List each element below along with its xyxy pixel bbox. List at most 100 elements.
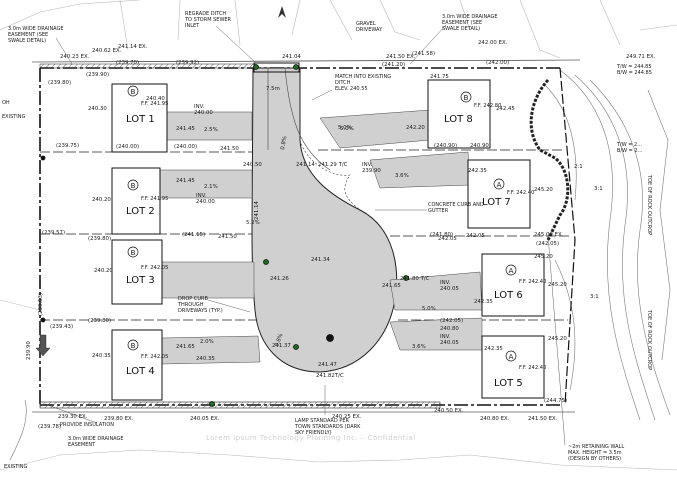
road-elevations: 241.29 T/C 241.14 INV. 239.90 241.34 241… — [220, 86, 603, 379]
lot7-elev-3: (241.80) — [430, 232, 453, 238]
note-regrade-ditch-2: TO STORM SEWER — [184, 17, 232, 23]
lot-type-letters: B B B B A A A B — [131, 88, 514, 361]
boundary-elevations-bottom: 239.30 EX. 239.80 EX. 240.05 EX. 240.25 … — [38, 398, 567, 430]
road-elev-16: 0.8% — [274, 333, 284, 348]
elev-bottom-7: 241.50 EX. — [528, 416, 558, 422]
lot5-elev-5: INV. — [440, 334, 451, 340]
curb-elev-1: 240.50 — [243, 162, 262, 168]
north-arrow-icon — [278, 6, 286, 18]
note-bw-top: B/W = 244.85 — [617, 70, 652, 76]
note-gravel-driveway-2: DRIVEWAY — [356, 27, 383, 33]
lot1-elev-1: 240.40 — [146, 96, 165, 102]
lot-elevations: 240.40 240.30 241.45 (240.00) 2.5% INV. … — [88, 74, 567, 362]
note-retaining-wall-1: ~2m RETAINING WALL — [568, 444, 624, 450]
lot-3-type: B — [131, 249, 136, 257]
callout-notes: 3.0m WIDE DRAINAGE EASEMENT (SEE SWALE D… — [2, 11, 652, 470]
note-toe-outcrop-top: TOE OF ROCK OUTCROP — [646, 174, 652, 235]
elev-top-6: 242.00 EX. — [478, 40, 508, 46]
lot-8-house — [427, 79, 491, 149]
note-drainage-top-left-3: SWALE DETAIL) — [8, 38, 46, 44]
catch-basin-2 — [293, 64, 299, 70]
lot-1-house — [111, 83, 168, 153]
lot-3-type-marker — [127, 246, 139, 258]
road-elev-9: 241.37 — [272, 343, 291, 349]
lot5-elev-1: 242.35 — [484, 346, 503, 352]
elev-bottom-6: 240.80 EX. — [480, 416, 510, 422]
note-drainage-top-right-2: EASEMENT (SEE — [442, 20, 482, 26]
lot-2-house — [111, 167, 161, 235]
lot-2-type: B — [131, 182, 136, 190]
elev-top-7: 249.71 EX. — [626, 54, 656, 60]
lot-2-type-marker — [127, 179, 139, 191]
note-drop-curb-1: DROP CURB — [178, 296, 208, 302]
note-existing-left: EXISTING — [2, 114, 26, 120]
lot8-elev-5: (240.90) — [434, 143, 457, 149]
lot-1-type: B — [131, 88, 136, 96]
road-elev-11: 241.82T/C — [316, 373, 344, 379]
lot-4-type: B — [131, 342, 136, 350]
drainage-swale-bottom — [39, 401, 441, 409]
note-match-ditch-2: DITCH — [335, 80, 351, 86]
note-tw-top: T/W = 244.85 — [616, 64, 652, 70]
lot-6-house — [481, 253, 545, 317]
road-elev-2: 241.14 — [296, 162, 315, 168]
road-elev-4: 239.90 — [362, 168, 381, 174]
lot-7-ff: F.F. 242.40 — [507, 190, 534, 196]
road-elev-3: INV. — [362, 162, 373, 168]
note-gravel-driveway-1: GRAVEL — [356, 21, 376, 27]
elev-top-4: 241.04 — [282, 54, 301, 60]
note-provide-insulation: PROVIDE INSULATION — [60, 422, 114, 428]
road-elev-7: 241.65 — [382, 283, 401, 289]
lot-8-ff: F.F. 242.80 — [474, 103, 501, 109]
boundary-elevations-left: (239.80) (239.75) (239.57) (239.43) (239… — [26, 80, 79, 360]
lot3-elev-2: 241.50 — [218, 234, 237, 240]
curb-elev-5: 240.80 — [440, 326, 459, 332]
elev-bottom-8: (239.78) — [38, 424, 61, 430]
lot-6-ff: F.F. 242.40 — [519, 279, 546, 285]
lot4-elev-1: 241.65 — [176, 344, 195, 350]
lot-1-label: LOT 1 — [126, 114, 155, 125]
lot1-elev-2: 240.30 — [88, 106, 107, 112]
elev-left-5: (239.53) — [38, 293, 44, 316]
lamp-standard-2 — [40, 317, 46, 323]
driveways — [159, 109, 483, 365]
lot-4-label: LOT 4 — [126, 366, 155, 377]
lot-4-type-marker — [127, 339, 139, 351]
note-match-ditch-3: ELEV. 240.55 — [335, 86, 368, 92]
lot-6-type: A — [509, 267, 514, 275]
note-existing-bottom: EXISTING — [4, 464, 28, 470]
lot-5-house — [481, 335, 545, 399]
lot6-elev-2: 242.35 — [474, 299, 493, 305]
lot-7-type: A — [497, 181, 502, 189]
lot2-elev-3: 2.1% — [204, 184, 218, 190]
boundary-elevations-top: 240.23 EX. 240.62 EX. 241.14 EX. 241.04 … — [60, 40, 656, 78]
lot-2-label: LOT 2 — [126, 206, 155, 217]
lot-7-label: LOT 7 — [482, 197, 511, 208]
note-retaining-wall-3: (DESIGN BY OTHERS) — [568, 456, 621, 462]
catch-basin-5 — [403, 275, 409, 281]
note-retaining-wall-2: MAX. HEIGHT = 3.5m — [568, 450, 622, 456]
finished-floor-labels: F.F. 241.95 F.F. 241.95 F.F. 242.05 F.F.… — [141, 101, 546, 371]
note-lamp-standard-1: LAMP STANDARD PER — [295, 418, 350, 424]
elev-top-1: 240.23 EX. — [60, 54, 90, 60]
lot2-elev-6: 240.00 — [196, 199, 215, 205]
note-tw-mid: T/W = 2... — [616, 142, 642, 148]
lot8-elev-2: 242.20 — [406, 125, 425, 131]
lot-8-label: LOT 8 — [444, 114, 473, 125]
elev-top-11: (241.20) — [382, 62, 405, 68]
elev-top-10: (239.90) — [86, 72, 109, 78]
elev-bottom-5: 240.50 EX. — [434, 408, 464, 414]
note-drainage-top-left-2: EASEMENT (SEE — [8, 32, 48, 38]
structures — [40, 62, 409, 407]
lot1-elev-5: 2.5% — [204, 127, 218, 133]
lot-5-label: LOT 5 — [494, 378, 523, 389]
elev-top-5: 241.50 EX. — [386, 54, 416, 60]
road-elev-6: 241.26 — [270, 276, 289, 282]
lot4-elev-4: (239.80) — [88, 318, 111, 324]
lot7-elev-4: 245.20 — [534, 254, 553, 260]
lot2-elev-5: INV. — [196, 193, 207, 199]
cul-de-sac-road — [251, 67, 398, 373]
elev-top-2: 240.62 EX. — [92, 48, 122, 54]
lot6-elev-6: 240.05 — [440, 286, 459, 292]
lot5-elev-4: 3.6% — [412, 344, 426, 350]
